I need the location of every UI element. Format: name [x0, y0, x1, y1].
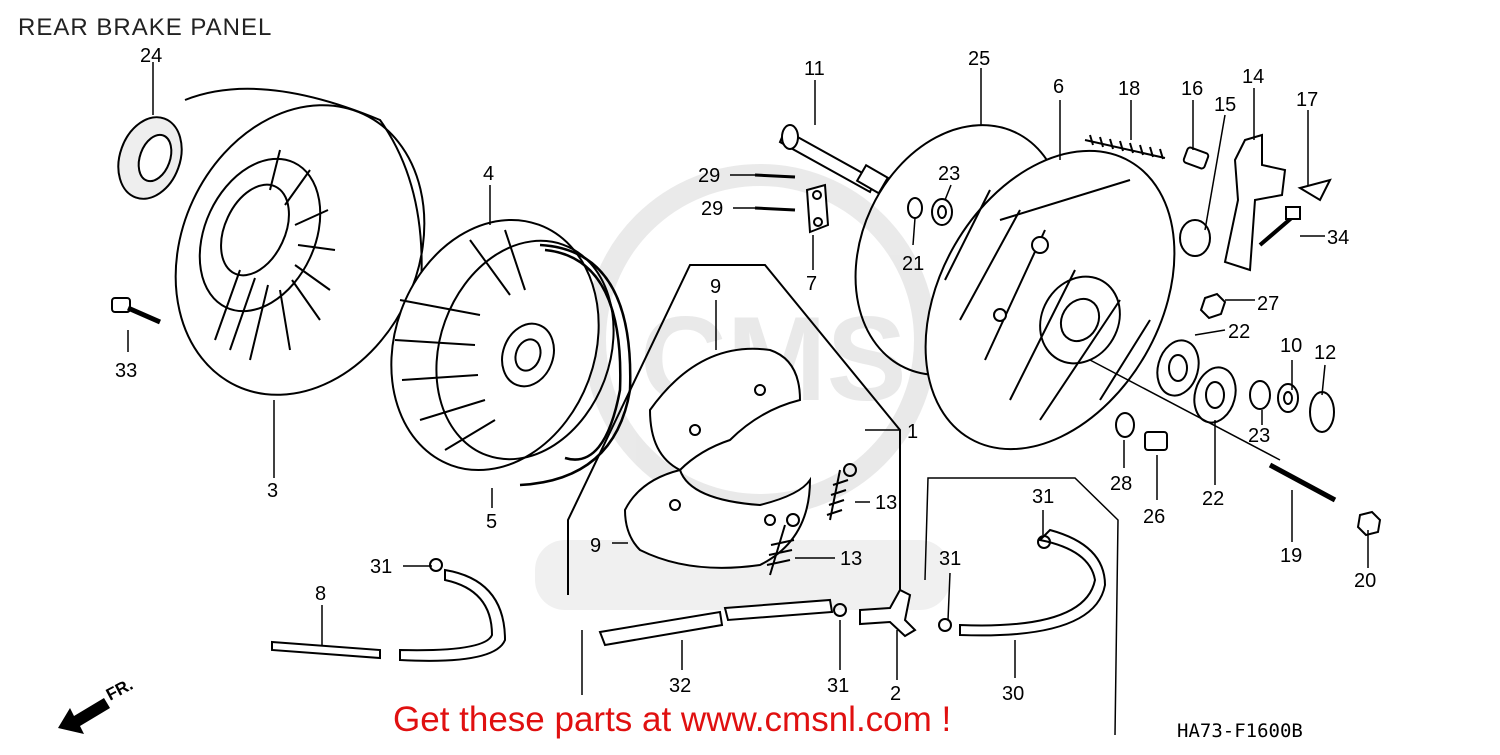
callout-34: 34 [1327, 227, 1349, 249]
washers-part [907, 197, 953, 226]
callout-17: 17 [1296, 89, 1318, 111]
brake-shoe-set-outline [567, 264, 901, 595]
callout-4: 4 [483, 163, 494, 185]
callout-18: 18 [1118, 78, 1140, 100]
callout-25: 25 [968, 48, 990, 70]
callout-31b: 31 [827, 675, 849, 697]
callout-5: 5 [486, 511, 497, 533]
brake-drum-part [390, 218, 615, 472]
callout-24: 24 [140, 45, 162, 67]
callout-28: 28 [1110, 473, 1132, 495]
leader-lines [127, 62, 1369, 736]
callout-29b: 29 [701, 198, 723, 220]
callout-12: 12 [1314, 342, 1336, 364]
spring-part [766, 463, 857, 576]
callout-23a: 23 [938, 163, 960, 185]
return-spring-part [1084, 134, 1166, 160]
callout-20: 20 [1354, 570, 1376, 592]
bolt-part [111, 297, 162, 325]
callout-22a: 22 [1228, 321, 1250, 343]
callout-1: 1 [907, 421, 918, 443]
callout-21: 21 [902, 253, 924, 275]
callout-19: 19 [1280, 545, 1302, 567]
front-direction-arrow-icon [58, 698, 110, 734]
callout-31a: 31 [370, 556, 392, 578]
callout-29a: 29 [698, 165, 720, 187]
callout-8: 8 [315, 583, 326, 605]
callout-27: 27 [1257, 293, 1279, 315]
brake-shoe-part [623, 347, 812, 569]
callout-10: 10 [1280, 335, 1302, 357]
page-title: REAR BRAKE PANEL [18, 14, 273, 41]
callout-33: 33 [115, 360, 137, 382]
callout-14: 14 [1242, 66, 1264, 88]
callout-16: 16 [1181, 78, 1203, 100]
callout-22b: 22 [1202, 488, 1224, 510]
hose-clips-part [429, 535, 1051, 632]
bearings-part [1089, 339, 1382, 537]
callout-23b: 23 [1248, 425, 1270, 447]
callout-2: 2 [890, 683, 901, 705]
promo-link[interactable]: Get these parts at www.cmsnl.com ! [393, 700, 952, 739]
oil-seal-part [117, 116, 183, 200]
callout-9a: 9 [710, 276, 721, 298]
callout-6: 6 [1053, 76, 1064, 98]
callout-31c: 31 [939, 548, 961, 570]
callout-13b: 13 [840, 548, 862, 570]
callout-labels: 24 33 3 4 5 11 29 29 7 9 9 1 13 13 31 8 … [115, 45, 1376, 705]
callout-9b: 9 [590, 535, 601, 557]
callout-31d: 31 [1032, 486, 1054, 508]
callout-30: 30 [1002, 683, 1024, 705]
brake-panel-part [924, 149, 1176, 451]
callout-26: 26 [1143, 506, 1165, 528]
brake-arm-part [1179, 133, 1332, 320]
diagram-code: HA73-F1600B [1177, 720, 1303, 742]
callout-32: 32 [669, 675, 691, 697]
callout-3: 3 [267, 480, 278, 502]
hoses-part [271, 528, 1107, 662]
pins-and-plate-part [754, 173, 830, 234]
callout-7: 7 [806, 273, 817, 295]
brake-drum-cover-part [174, 87, 426, 396]
callout-15: 15 [1214, 94, 1236, 116]
brake-cam-shaft-part [778, 124, 890, 195]
callout-11: 11 [804, 58, 825, 80]
callout-13a: 13 [875, 492, 897, 514]
